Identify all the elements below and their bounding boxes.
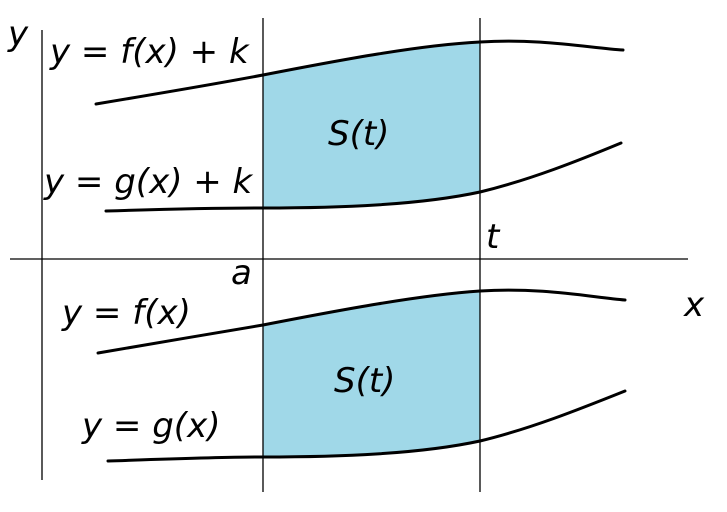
f-label: y = f(x) xyxy=(61,293,191,333)
a-label: a xyxy=(231,253,252,293)
curve-g-plus-k xyxy=(104,141,623,213)
y-axis-label: y xyxy=(7,14,29,54)
lower-region-s-t xyxy=(263,291,480,457)
curve-g xyxy=(106,389,627,463)
curve-f-plus-k xyxy=(94,39,625,106)
lower-region-label: S(t) xyxy=(334,361,395,401)
f-plus-k-label: y = f(x) + k xyxy=(49,32,250,72)
x-axis-label: x xyxy=(683,285,705,325)
upper-region-label: S(t) xyxy=(328,114,389,154)
g-plus-k-label: y = g(x) + k xyxy=(43,162,254,202)
g-label: y = g(x) xyxy=(81,406,220,446)
t-label: t xyxy=(486,217,501,257)
curve-f xyxy=(96,288,627,355)
upper-region-s-t xyxy=(263,42,480,208)
